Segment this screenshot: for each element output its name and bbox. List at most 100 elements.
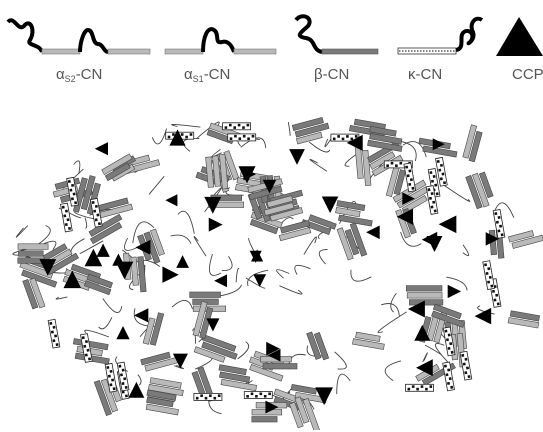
kappa-strip-dot	[71, 183, 75, 187]
kappa-strip-dot	[81, 336, 85, 340]
casein-bar	[189, 291, 221, 298]
kappa-strip-dot	[259, 392, 263, 396]
casein-bar	[422, 145, 458, 158]
kappa-strip-dot	[448, 377, 452, 381]
kappa-strip	[405, 383, 434, 392]
kappa-strip-dot	[233, 126, 236, 129]
bar-cluster	[352, 331, 385, 350]
ccp-triangle	[208, 217, 223, 232]
kappa-strip-dot	[84, 340, 88, 344]
kappa-strip-dot	[106, 365, 110, 369]
chain-segment	[177, 210, 195, 234]
chain-segment	[309, 158, 328, 172]
bar-cluster	[205, 153, 229, 190]
kappa-strip-dot	[409, 178, 413, 182]
kappa-strip	[193, 392, 223, 401]
kappa-strip-body	[104, 362, 118, 393]
kappa-strip-body	[435, 156, 448, 187]
kappa-strip-dot	[97, 222, 101, 226]
bar-cluster	[465, 171, 494, 210]
kappa-strip-dot	[52, 325, 56, 329]
bar-cluster	[101, 153, 133, 182]
kappa-strip-dot	[72, 192, 76, 196]
casein-bar	[22, 278, 39, 310]
chain-segment	[240, 137, 267, 148]
bar-cluster	[88, 213, 123, 245]
chain-segment	[248, 238, 255, 253]
chain-segment	[195, 356, 213, 370]
chain-segment	[303, 236, 317, 255]
casein-bar	[432, 303, 462, 320]
ccp-triangle	[266, 341, 280, 356]
casein-bar	[19, 261, 54, 279]
kappa-strip-dot	[54, 334, 58, 338]
kappa-strip	[47, 318, 61, 349]
ccp-triangle	[115, 261, 134, 280]
casein-bar	[431, 310, 466, 328]
chain-segment	[398, 140, 417, 162]
kappa-strip	[403, 162, 417, 193]
chain-segment	[390, 292, 397, 313]
kappa-strip-body	[47, 318, 61, 349]
kappa-strip-dot	[246, 395, 249, 398]
kappa-strip-dot	[444, 329, 448, 333]
kappa-strip-dot	[242, 126, 245, 129]
casein-bar	[308, 214, 337, 230]
casein-bar	[83, 280, 112, 296]
kappa-strip-dot	[443, 181, 447, 185]
casein-bar	[145, 403, 179, 416]
chain-segment	[73, 160, 81, 174]
kappa-strip	[104, 362, 118, 393]
kappa-strip-dot	[121, 390, 125, 394]
kappa-strip-dot	[350, 137, 354, 141]
chain-segment	[422, 352, 428, 363]
kappa-strip-dot	[64, 209, 68, 213]
chain-segment	[182, 138, 200, 152]
casein-bar	[17, 243, 49, 250]
casein-bar	[140, 351, 171, 366]
kappa-strip	[442, 361, 455, 392]
bar-cluster	[191, 366, 216, 402]
ccp-triangle	[249, 250, 262, 263]
bar-cluster	[462, 124, 483, 163]
casein-bar	[278, 226, 312, 242]
kappa-strip-body	[222, 122, 252, 131]
kappa-strip-dot	[109, 383, 113, 387]
casein-micelle-network	[12, 116, 543, 430]
ccp-triangle	[416, 359, 433, 377]
kappa-strip-dot	[200, 394, 203, 397]
casein-bar	[146, 389, 177, 401]
kappa-strip-body	[459, 350, 473, 381]
kappa-strip-dot	[484, 263, 488, 267]
kappa-strip	[435, 156, 448, 187]
casein-bar	[369, 133, 403, 145]
kappa-strip-dot	[251, 134, 255, 138]
casein-bar	[146, 396, 174, 408]
casein-bar	[290, 384, 318, 395]
kappa-strip-dot	[74, 201, 78, 205]
ccp-triangle	[262, 179, 277, 194]
casein-bar	[42, 243, 68, 262]
kappa-strip-dot	[213, 396, 217, 400]
casein-bar	[219, 371, 251, 383]
casein-bar	[93, 379, 112, 417]
kappa-strip-body	[425, 185, 439, 215]
legend-symbol-as2	[6, 18, 151, 55]
ccp-triangle	[396, 208, 414, 225]
kappa-strip-body	[482, 260, 496, 290]
kappa-strip	[66, 176, 79, 207]
kappa-strip	[442, 326, 456, 357]
bar-cluster	[95, 197, 134, 219]
bar-cluster	[306, 331, 330, 361]
kappa-strip-dot	[84, 353, 88, 357]
ccp-triangle	[135, 239, 151, 255]
casein-bar	[369, 151, 396, 170]
chain-segment	[132, 221, 155, 244]
kappa-strip-body	[492, 209, 506, 239]
casein-bar	[335, 206, 361, 218]
casein-bar	[205, 156, 215, 188]
casein-bar	[149, 377, 182, 389]
kappa-strip-dot	[124, 394, 128, 398]
kappa-strip-dot	[496, 302, 500, 306]
kappa-strip-dot	[93, 209, 97, 213]
